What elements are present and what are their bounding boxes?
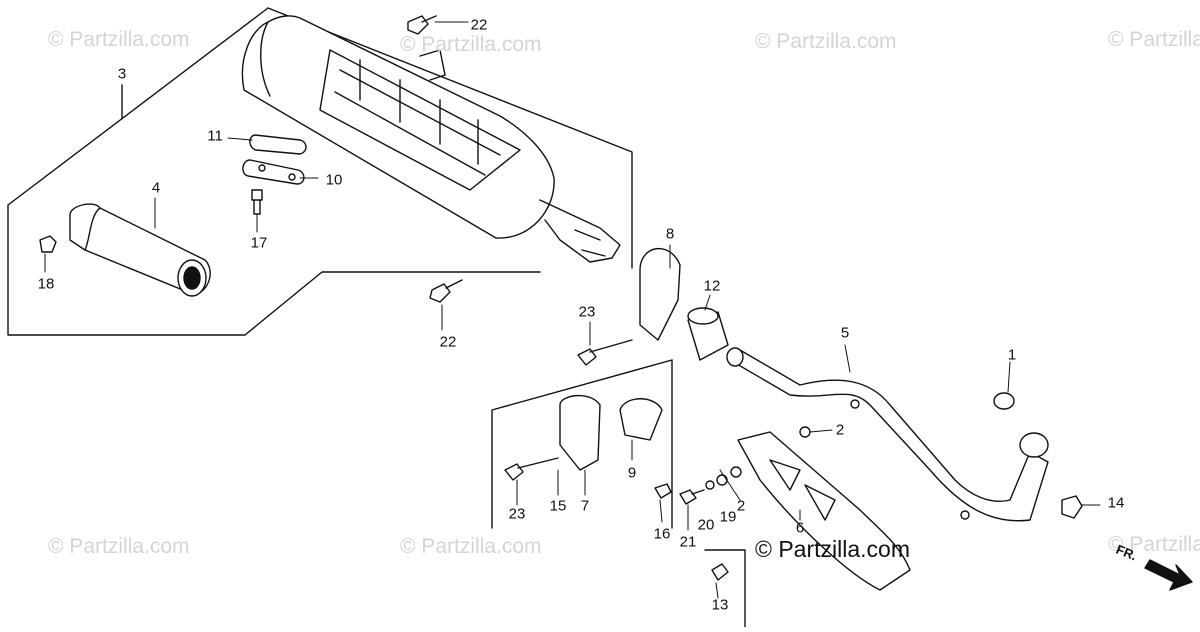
tailpipe [69,203,211,297]
callout-2: 2 [835,421,845,439]
watermark-center: © Partzilla.com [755,536,910,562]
callout-9: 9 [627,464,637,482]
callout-16: 16 [653,525,671,543]
callout-7: 7 [580,497,590,515]
watermark: © Partzilla.com [1108,533,1200,556]
callout-3: 3 [117,65,127,83]
callout-13: 13 [711,596,729,614]
callout-10: 10 [325,171,343,189]
callout-22: 22 [470,16,488,34]
watermark: © Partzilla.com [400,535,542,558]
callout-23: 23 [508,505,526,523]
callout-5: 5 [840,324,850,342]
callout-21: 21 [679,533,697,551]
gaskets [242,134,307,185]
bolts [39,15,1083,581]
callout-22: 22 [439,333,457,351]
front-arrow [1144,559,1193,591]
heat-shield [737,431,911,591]
watermark: © Partzilla.com [755,30,897,53]
callout-11: 11 [207,127,223,145]
callout-20: 20 [697,516,715,534]
callout-15: 15 [549,497,567,515]
clamp-group-bracket [491,359,673,529]
callout-8: 8 [665,225,675,243]
callout-1: 1 [1007,346,1017,364]
bolt-13-bracket [704,549,746,628]
callout-4: 4 [151,179,161,197]
leader-lines [44,21,1101,599]
callout-2: 2 [736,497,746,515]
exhaust-pipe [726,347,1049,522]
callout-23: 23 [578,303,596,321]
callout-18: 18 [37,275,55,293]
clamps [559,248,729,471]
callout-12: 12 [703,277,721,295]
watermark: © Partzilla.com [48,28,190,51]
callout-17: 17 [250,234,268,252]
muffler [241,15,621,263]
watermark: © Partzilla.com [400,33,542,56]
callout-6: 6 [795,519,805,537]
watermark: © Partzilla.com [1108,28,1200,51]
watermark: © Partzilla.com [48,535,190,558]
callout-14: 14 [1107,494,1125,512]
callout-19: 19 [719,508,737,526]
